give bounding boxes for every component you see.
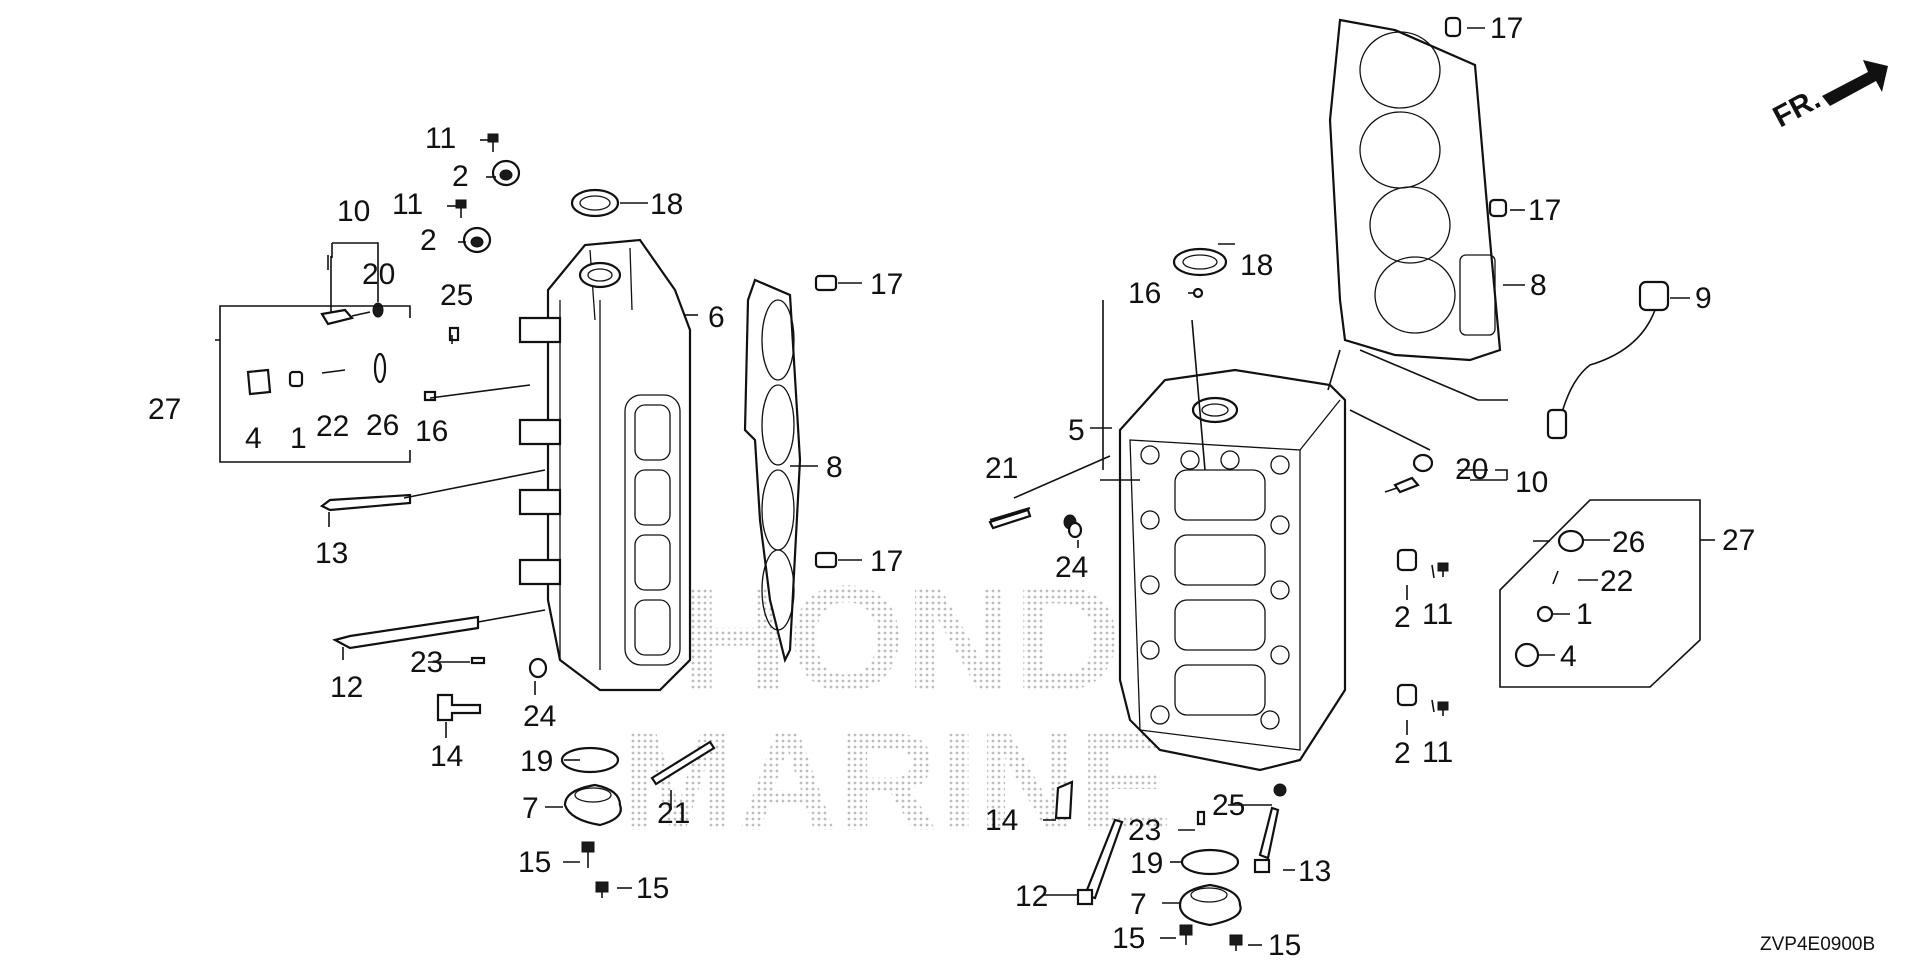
callout-23: 23 xyxy=(410,646,443,679)
callout-12: 12 xyxy=(1015,880,1048,913)
callout-10: 10 xyxy=(337,195,370,228)
callout-22: 22 xyxy=(1600,565,1633,598)
callout-24: 24 xyxy=(1055,551,1088,584)
callout-18: 18 xyxy=(650,188,683,221)
callout-19: 19 xyxy=(1130,847,1163,880)
callout-11: 11 xyxy=(425,122,456,155)
callout-5: 5 xyxy=(1068,414,1085,447)
callout-19: 19 xyxy=(520,745,553,778)
callout-2: 2 xyxy=(420,224,437,257)
callout-2: 2 xyxy=(1394,601,1411,634)
knock-sensor xyxy=(1546,280,1670,440)
callout-20: 20 xyxy=(1455,453,1488,486)
callout-16: 16 xyxy=(1128,277,1161,310)
callout-4: 4 xyxy=(1560,640,1577,673)
callout-7: 7 xyxy=(1130,888,1147,921)
callout-17: 17 xyxy=(870,268,903,301)
callout-11: 11 xyxy=(1422,736,1453,769)
callout-17: 17 xyxy=(1490,12,1523,45)
callout-15: 15 xyxy=(518,846,551,879)
callout-14: 14 xyxy=(430,740,463,773)
callout-8: 8 xyxy=(1530,269,1547,302)
callout-11: 11 xyxy=(392,188,423,221)
callout-labels: 11 2 18 11 10 2 20 25 6 17 27 4 1 22 26 … xyxy=(148,12,1755,960)
callout-27: 27 xyxy=(1722,524,1755,557)
callout-13: 13 xyxy=(1298,855,1331,888)
diagram-code: ZVP4E0900B xyxy=(1760,934,1875,955)
callout-15: 15 xyxy=(1268,929,1301,960)
callout-21: 21 xyxy=(985,452,1018,485)
callout-15: 15 xyxy=(636,872,669,905)
callout-15: 15 xyxy=(1112,922,1145,955)
callout-1: 1 xyxy=(290,422,307,455)
callout-13: 13 xyxy=(315,537,348,570)
callout-12: 12 xyxy=(330,671,363,704)
callout-14: 14 xyxy=(985,804,1018,837)
small-parts-left xyxy=(246,133,838,898)
callout-6: 6 xyxy=(708,301,725,334)
callout-7: 7 xyxy=(522,792,539,825)
callout-25: 25 xyxy=(440,279,473,312)
callout-20: 20 xyxy=(362,258,395,291)
callout-17: 17 xyxy=(1528,194,1561,227)
callout-10: 10 xyxy=(1515,466,1548,499)
front-label: FR. xyxy=(1768,82,1826,134)
watermark-line-2: MARINE xyxy=(620,703,1172,860)
callout-11: 11 xyxy=(1422,598,1453,631)
front-direction-indicator: FR. xyxy=(1768,60,1888,134)
callout-24: 24 xyxy=(523,700,556,733)
right-cylinder-head xyxy=(1118,368,1347,772)
callout-18: 18 xyxy=(1240,249,1273,282)
callout-16: 16 xyxy=(415,415,448,448)
callout-26: 26 xyxy=(366,409,399,442)
callout-17: 17 xyxy=(870,545,903,578)
leader-lines xyxy=(215,27,1715,946)
small-parts-right xyxy=(988,16,1585,951)
callout-2: 2 xyxy=(452,160,469,193)
left-cylinder-head xyxy=(518,238,692,692)
callout-26: 26 xyxy=(1612,526,1645,559)
left-head-gasket xyxy=(743,278,802,664)
callout-27: 27 xyxy=(148,393,181,426)
callout-2: 2 xyxy=(1394,737,1411,770)
callout-1: 1 xyxy=(1576,598,1593,631)
callout-9: 9 xyxy=(1695,282,1712,315)
callout-8: 8 xyxy=(826,451,843,484)
callout-21: 21 xyxy=(657,797,690,830)
right-head-gasket xyxy=(1327,18,1502,391)
front-arrow-icon xyxy=(1822,60,1888,106)
callout-22: 22 xyxy=(316,410,349,443)
callout-23: 23 xyxy=(1128,814,1161,847)
callout-25: 25 xyxy=(1212,789,1245,822)
callout-4: 4 xyxy=(245,422,262,455)
